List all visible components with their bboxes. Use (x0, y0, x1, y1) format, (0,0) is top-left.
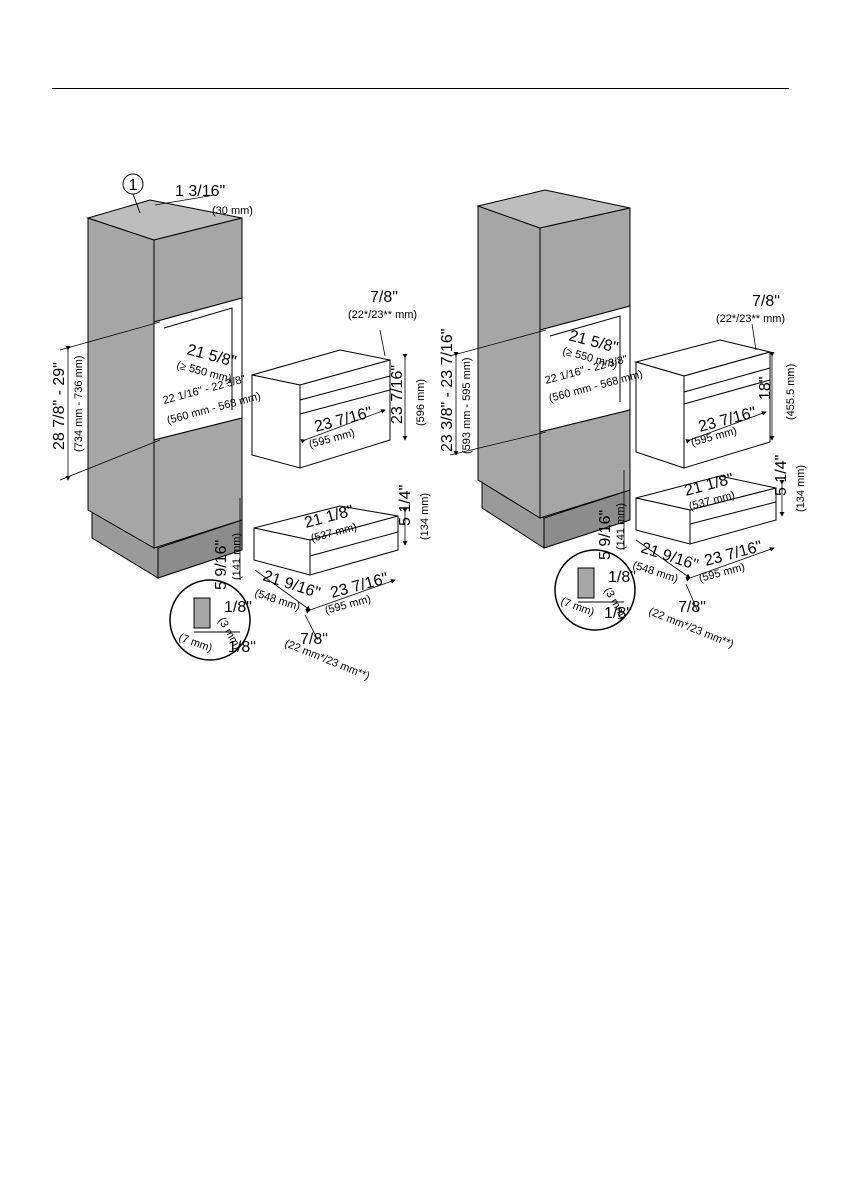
right-detail-a: 1/8" (608, 569, 636, 586)
right-drawer-front-height: 5 9/16" (597, 510, 614, 560)
right-bottom-gap: 7/8" (678, 599, 706, 616)
right-niche-height: 23 3/8" - 23 7/16" (439, 329, 456, 452)
left-oven-height: 23 7/16" (389, 365, 406, 424)
right-oven (634, 339, 772, 469)
right-side-gap-mm: (22*/23** mm) (716, 313, 785, 325)
right-oven-height: 18" (757, 377, 774, 400)
callout-label: 1 (129, 177, 138, 194)
left-bottom-gap: 7/8" (300, 631, 328, 648)
left-drawer-front-height-mm: (141 mm) (231, 533, 243, 580)
left-drawer-height: 5 1/4" (397, 485, 414, 526)
left-drawer-height-mm: (134 mm) (419, 493, 431, 540)
left-detail-a: 1/8" (224, 599, 252, 616)
right-side-gap: 7/8" (752, 293, 780, 310)
right-oven-height-mm: (455.5 mm) (785, 364, 797, 420)
right-detail-circle (554, 549, 636, 631)
right-warming-drawer (635, 475, 777, 545)
left-cabinet (86, 199, 243, 579)
left-oven-height-mm: (596 mm) (415, 379, 427, 426)
left-detail-b: 1/8" (228, 639, 256, 656)
header-rule (52, 88, 789, 89)
left-warming-drawer (253, 505, 399, 576)
right-cabinet (476, 189, 631, 549)
right-drawer-height-mm: (134 mm) (795, 465, 807, 512)
left-side-gap: 7/8" (370, 289, 398, 306)
left-niche-height: 28 7/8" - 29" (51, 362, 68, 450)
right-detail-b: 1/8" (604, 605, 632, 622)
left-detail-circle (169, 579, 251, 661)
left-drawer-front-height: 5 9/16" (213, 540, 230, 590)
right-drawer-height: 5 1/4" (773, 455, 790, 496)
callout-1: 1 (122, 173, 144, 214)
left-niche-height-mm: (734 mm - 736 mm) (73, 355, 85, 452)
right-drawer-front-height-mm: (141 mm) (615, 503, 627, 550)
left-top-gap-mm: (30 mm) (212, 205, 253, 217)
left-top-gap: 1 3/16" (175, 183, 225, 200)
right-niche-height-mm: (593 mm - 595 mm) (461, 357, 473, 454)
left-side-gap-mm: (22*/23** mm) (348, 309, 417, 321)
